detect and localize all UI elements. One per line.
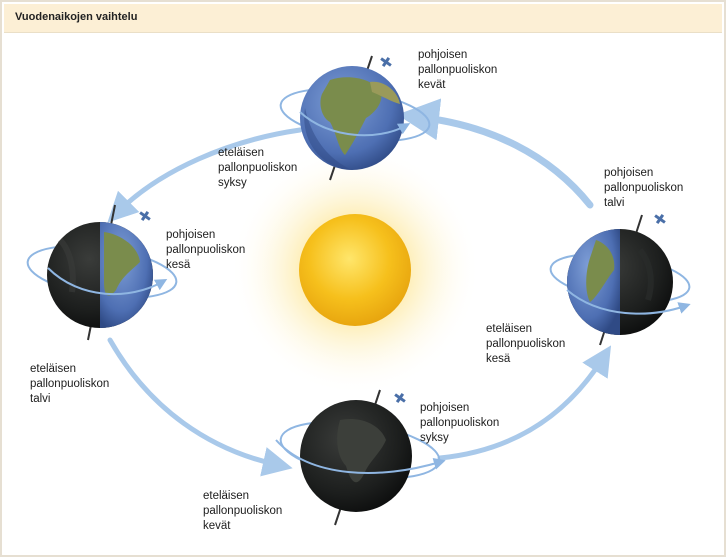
- label-line: pallonpuoliskon: [203, 505, 283, 517]
- label-line: pallonpuoliskon: [218, 162, 298, 174]
- label-line: kesä: [486, 353, 511, 365]
- label-bottom-north: pohjoisen pallonpuoliskon syksy: [420, 401, 499, 446]
- label-line: eteläisen: [30, 363, 77, 375]
- orbit-arrow-icon: [107, 98, 612, 477]
- label-line: eteläisen: [486, 323, 533, 335]
- label-line: pohjoisen: [604, 167, 654, 179]
- label-left-north: pohjoisen pallonpuoliskon kesä: [166, 228, 245, 273]
- label-line: kesä: [166, 259, 191, 271]
- earth-globe-icon: [549, 214, 691, 346]
- earth-globe-icon: [26, 204, 178, 341]
- label-top-south: eteläisen pallonpuoliskon syksy: [218, 146, 297, 191]
- sun-icon: [230, 145, 480, 395]
- label-line: talvi: [604, 197, 625, 209]
- label-line: pallonpuoliskon: [166, 244, 246, 256]
- title-bar: Vuodenaikojen vaihtelu: [4, 4, 722, 33]
- label-line: kevät: [418, 79, 446, 91]
- label-right-south: eteläisen pallonpuoliskon kesä: [486, 322, 565, 367]
- label-line: pohjoisen: [166, 229, 216, 241]
- label-line: syksy: [218, 177, 247, 189]
- label-left-south: eteläisen pallonpuoliskon talvi: [30, 362, 109, 407]
- label-line: pohjoisen: [420, 402, 470, 414]
- label-line: pallonpuoliskon: [604, 182, 684, 194]
- satellite-icon: [139, 57, 666, 403]
- label-bottom-south: eteläisen pallonpuoliskon kevät: [203, 489, 282, 534]
- label-line: eteläisen: [218, 147, 265, 159]
- label-line: pohjoisen: [418, 49, 468, 61]
- label-line: syksy: [420, 432, 449, 444]
- label-line: pallonpuoliskon: [418, 64, 498, 76]
- label-top-north: pohjoisen pallonpuoliskon kevät: [418, 48, 497, 93]
- earth-globe-icon: [279, 55, 431, 181]
- label-line: pallonpuoliskon: [30, 378, 110, 390]
- label-line: kevät: [203, 520, 231, 532]
- diagram-title: Vuodenaikojen vaihtelu: [15, 11, 138, 23]
- label-right-north: pohjoisen pallonpuoliskon talvi: [604, 166, 683, 211]
- earth-globe-icon: [275, 389, 446, 526]
- label-line: eteläisen: [203, 490, 250, 502]
- label-line: pallonpuoliskon: [420, 417, 500, 429]
- label-line: talvi: [30, 393, 51, 405]
- label-line: pallonpuoliskon: [486, 338, 566, 350]
